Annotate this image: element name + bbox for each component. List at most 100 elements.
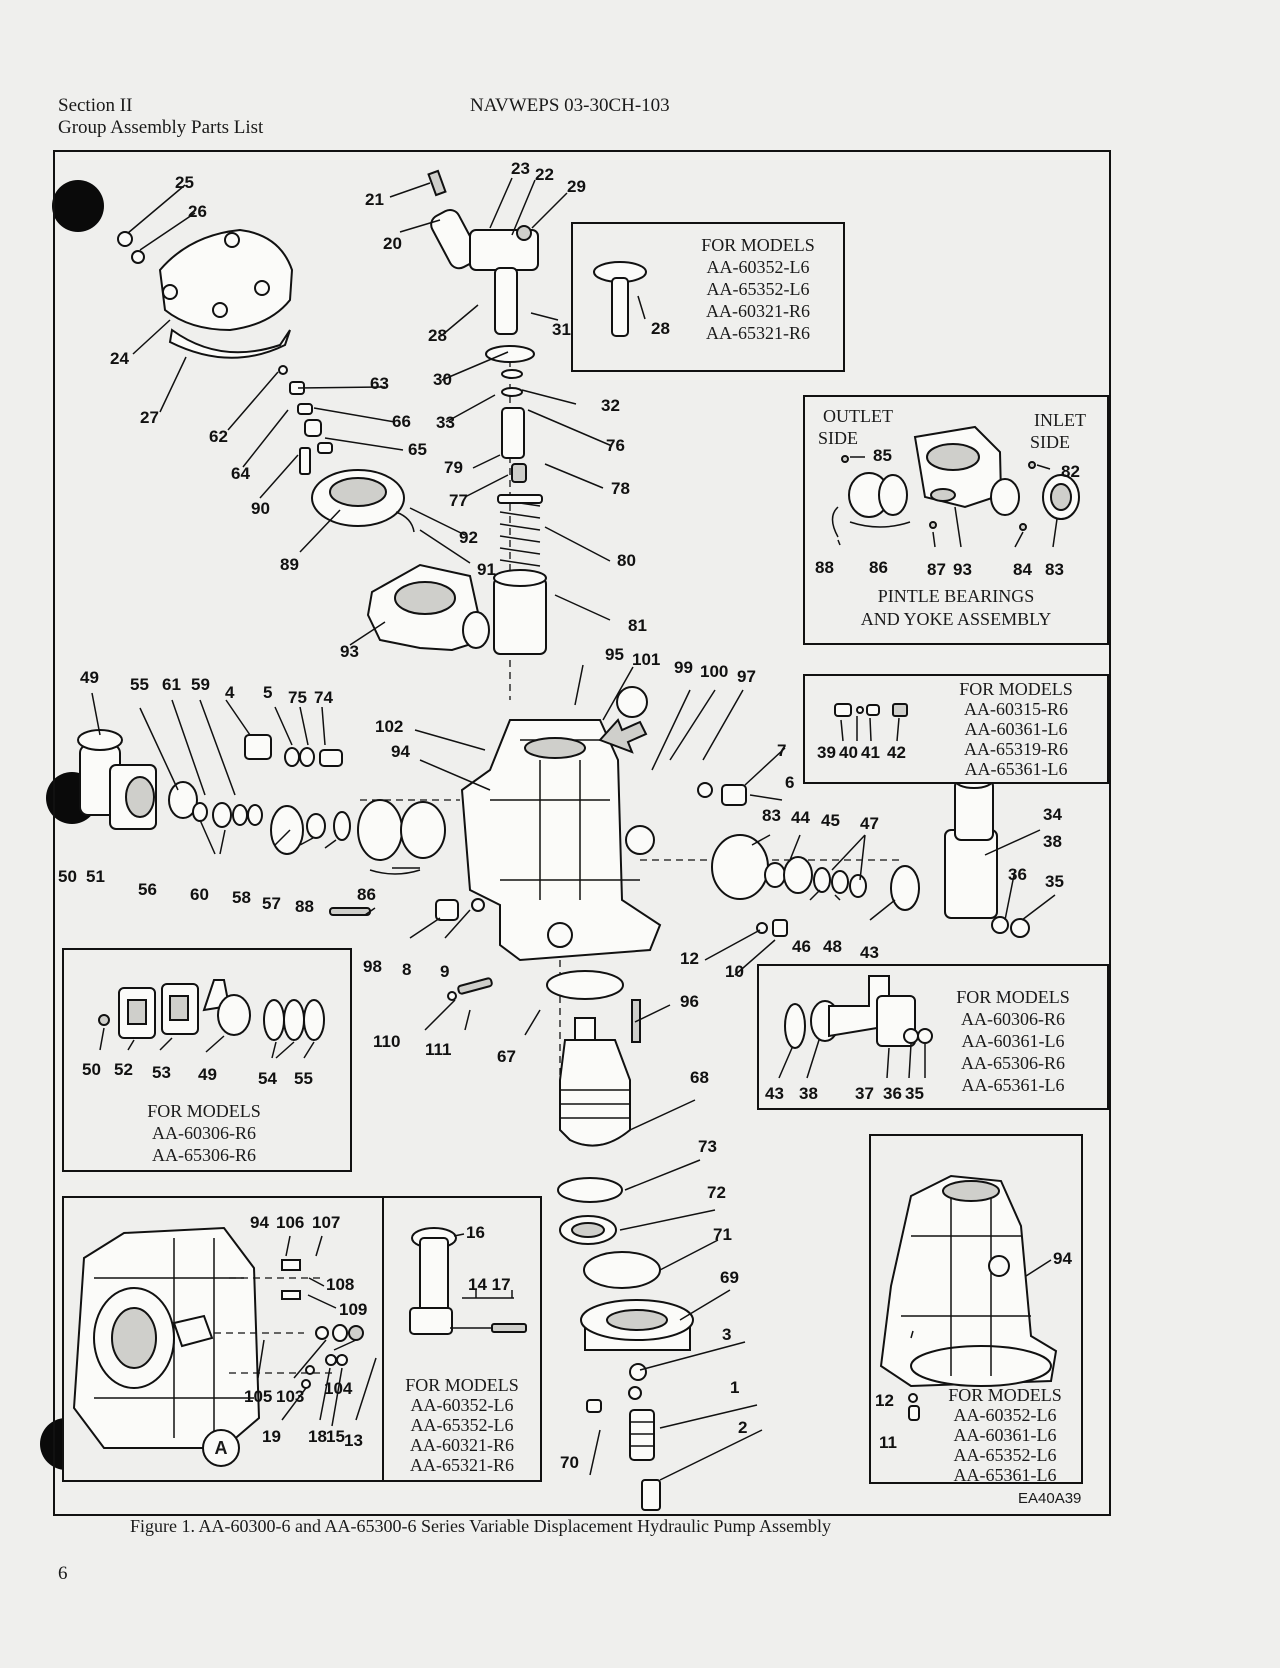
svg-text:88: 88: [295, 897, 314, 916]
svg-text:97: 97: [737, 667, 756, 686]
page-number: 6: [58, 1563, 68, 1584]
svg-text:60: 60: [190, 885, 209, 904]
svg-text:86: 86: [357, 885, 376, 904]
svg-text:41: 41: [861, 743, 880, 762]
svg-text:63: 63: [370, 374, 389, 393]
model-number: AA-60361-L6: [964, 719, 1068, 739]
figure-frame: [53, 150, 1111, 1516]
svg-text:93: 93: [340, 642, 359, 661]
model-number: AA-65352-L6: [410, 1415, 514, 1435]
document-number: NAVWEPS 03-30CH-103: [470, 95, 670, 116]
svg-text:87: 87: [927, 560, 946, 579]
svg-text:108: 108: [326, 1275, 354, 1294]
svg-text:95: 95: [605, 645, 624, 664]
section-label: Section II: [58, 95, 133, 116]
svg-text:111: 111: [425, 1040, 452, 1059]
svg-text:96: 96: [680, 992, 699, 1011]
svg-text:7: 7: [777, 741, 786, 760]
model-number: AA-65361-L6: [953, 1465, 1057, 1485]
svg-text:40: 40: [839, 743, 858, 762]
svg-text:20: 20: [383, 234, 402, 253]
svg-text:32: 32: [601, 396, 620, 415]
svg-text:66: 66: [392, 412, 411, 431]
model-number: AA-60315-R6: [964, 699, 1068, 719]
svg-text:94: 94: [250, 1213, 269, 1232]
svg-text:39: 39: [817, 743, 836, 762]
svg-text:92: 92: [459, 528, 478, 547]
inset-heading: FOR MODELS: [956, 987, 1070, 1007]
model-number: AA-60321-R6: [706, 301, 810, 321]
svg-text:2: 2: [738, 1418, 747, 1437]
svg-text:25: 25: [175, 173, 194, 192]
model-number: AA-65352-L6: [706, 279, 810, 299]
piston-cover-drawing: 28: [593, 261, 670, 338]
svg-text:82: 82: [1061, 462, 1080, 481]
svg-text:13: 13: [344, 1431, 363, 1450]
svg-text:19: 19: [262, 1427, 281, 1446]
svg-text:75: 75: [288, 688, 307, 707]
bracket-drawing: 16 14 17: [409, 1223, 527, 1335]
svg-text:53: 53: [152, 1063, 171, 1082]
svg-text:58: 58: [232, 888, 251, 907]
svg-text:54: 54: [258, 1069, 277, 1088]
svg-text:68: 68: [690, 1068, 709, 1087]
svg-text:47: 47: [860, 814, 879, 833]
inlet-side-label: INLET: [1034, 410, 1086, 430]
svg-text:90: 90: [251, 499, 270, 518]
svg-text:107: 107: [312, 1213, 340, 1232]
svg-text:22: 22: [535, 165, 554, 184]
svg-text:37: 37: [855, 1084, 874, 1103]
svg-text:36: 36: [883, 1084, 902, 1103]
svg-text:78: 78: [611, 479, 630, 498]
svg-text:36: 36: [1008, 865, 1027, 884]
svg-text:83: 83: [762, 806, 781, 825]
svg-text:88: 88: [815, 558, 834, 577]
inset-models-bracket: 16 14 17 FOR MODELS AA-60352-L6 AA-65352…: [382, 1196, 542, 1482]
svg-text:44: 44: [791, 808, 810, 827]
svg-text:77: 77: [449, 491, 468, 510]
svg-text:84: 84: [1013, 560, 1032, 579]
svg-text:72: 72: [707, 1183, 726, 1202]
svg-text:49: 49: [80, 668, 99, 687]
svg-text:50: 50: [82, 1060, 101, 1079]
figure-caption: Figure 1. AA-60300-6 and AA-65300-6 Seri…: [130, 1516, 832, 1536]
model-number: AA-65321-R6: [706, 323, 810, 343]
inset-heading: FOR MODELS: [701, 235, 815, 255]
model-number: AA-60361-L6: [953, 1425, 1057, 1445]
svg-text:57: 57: [262, 894, 281, 913]
svg-text:46: 46: [792, 937, 811, 956]
svg-text:3: 3: [722, 1325, 731, 1344]
svg-text:100: 100: [700, 662, 728, 681]
svg-text:101: 101: [632, 650, 660, 669]
svg-text:33: 33: [436, 413, 455, 432]
svg-text:89: 89: [280, 555, 299, 574]
svg-text:34: 34: [1043, 805, 1062, 824]
svg-text:106: 106: [276, 1213, 304, 1232]
svg-text:11: 11: [879, 1433, 897, 1452]
svg-text:62: 62: [209, 427, 228, 446]
svg-text:56: 56: [138, 880, 157, 899]
model-number: AA-60352-L6: [953, 1405, 1057, 1425]
svg-text:65: 65: [408, 440, 427, 459]
svg-text:86: 86: [869, 558, 888, 577]
model-number: AA-65361-L6: [961, 1075, 1065, 1095]
svg-text:70: 70: [560, 1453, 579, 1472]
svg-text:43: 43: [860, 943, 879, 962]
svg-text:6: 6: [785, 773, 794, 792]
svg-text:50: 50: [58, 867, 77, 886]
svg-text:5: 5: [263, 683, 272, 702]
view-a-letter: A: [214, 1438, 228, 1458]
svg-text:74: 74: [314, 688, 333, 707]
inset-heading: FOR MODELS: [959, 679, 1073, 699]
svg-text:14 17: 14 17: [468, 1275, 511, 1294]
section-subtitle: Group Assembly Parts List: [58, 117, 264, 138]
model-number: AA-60352-L6: [410, 1395, 514, 1415]
